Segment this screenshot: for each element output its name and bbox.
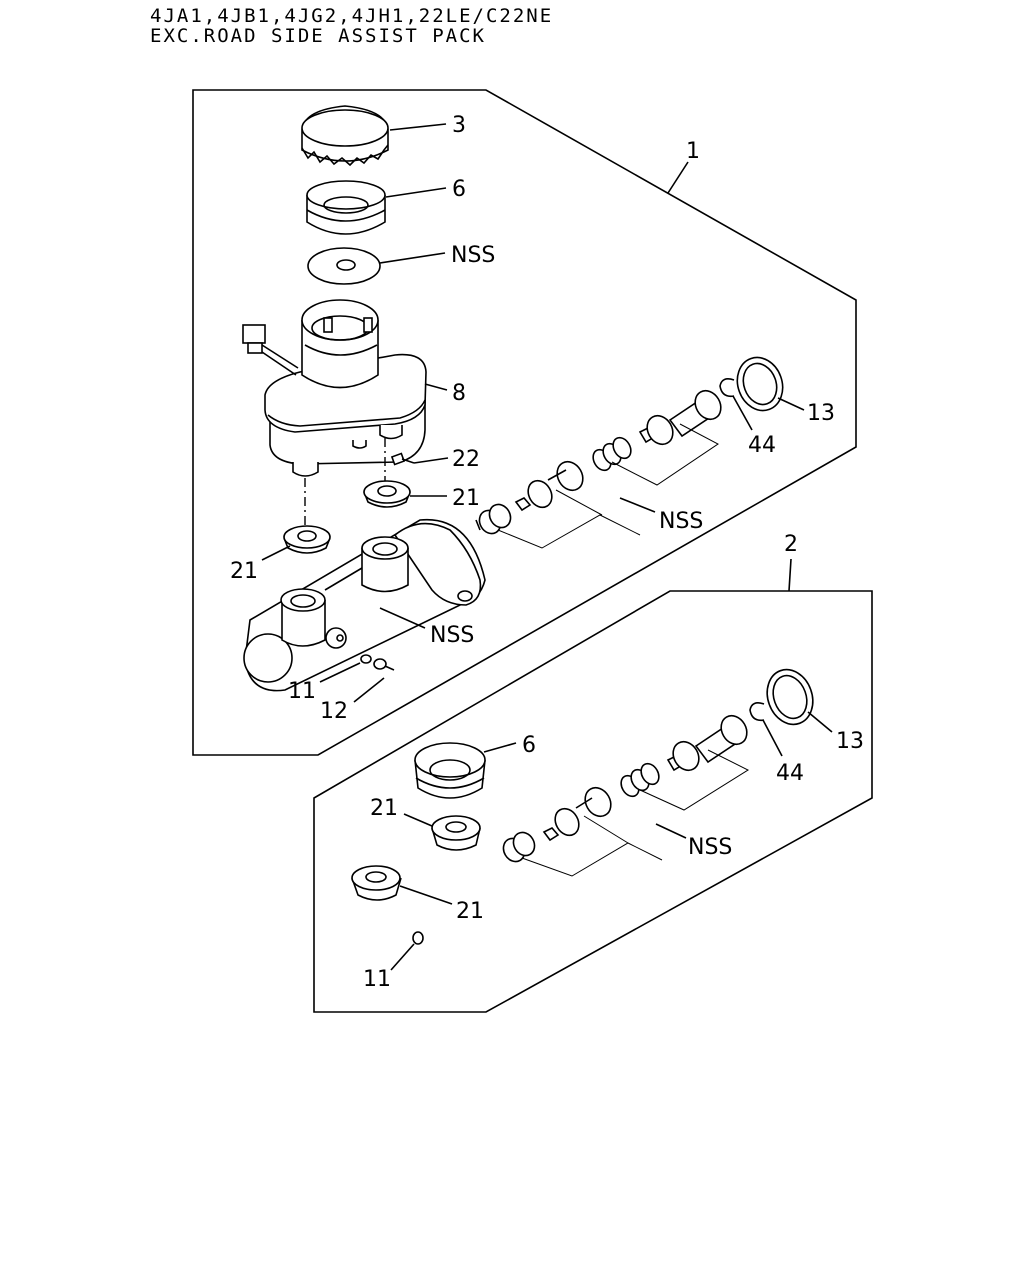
- callout-12: 12: [320, 699, 348, 724]
- callout-44-kit: 44: [776, 761, 804, 786]
- callout-6-kit: 6: [522, 733, 536, 758]
- washer-11: [360, 654, 372, 664]
- callout-6: 6: [452, 177, 466, 202]
- reservoir-seal: [306, 180, 386, 235]
- circlip-44-upper: [719, 378, 735, 398]
- piston-set-2: [502, 714, 748, 863]
- callout-2: 2: [784, 532, 798, 557]
- assembly-2-frame: [313, 590, 873, 1013]
- kit-grommet-a: [431, 815, 481, 851]
- boot-13-kit: [766, 668, 814, 726]
- callout-44-upper: 44: [748, 433, 776, 458]
- callout-21-kit-a: 21: [370, 796, 398, 821]
- callout-21-kit-b: 21: [456, 899, 484, 924]
- callout-21-left: 21: [230, 559, 258, 584]
- callout-nss-body: NSS: [430, 623, 474, 648]
- callout-22: 22: [452, 447, 480, 472]
- callout-nss-pistons-1: NSS: [659, 509, 703, 534]
- callout-nss-diaphragm: NSS: [451, 243, 495, 268]
- master-cylinder-body: [243, 518, 486, 692]
- grommet-upper: [363, 480, 411, 508]
- kit-seal-6: [414, 742, 486, 799]
- callout-1: 1: [686, 139, 700, 164]
- callout-nss-pistons-2: NSS: [688, 835, 732, 860]
- callout-21-upper: 21: [452, 486, 480, 511]
- callout-3: 3: [452, 113, 466, 138]
- grommet-left: [283, 525, 331, 554]
- screw-22: [390, 452, 415, 466]
- boot-13-upper: [736, 356, 784, 412]
- callout-13-upper: 13: [807, 401, 835, 426]
- header-line-2: EXC.ROAD SIDE ASSIST PACK: [150, 25, 486, 47]
- reservoir-cap: [301, 105, 389, 167]
- bolt-12: [373, 658, 395, 671]
- callout-11-kit: 11: [363, 967, 391, 992]
- header-line-1: 4JA1,4JB1,4JG2,4JH1,22LE/C22NE: [150, 5, 554, 27]
- kit-grommet-b: [351, 865, 402, 901]
- circlip-44-kit: [749, 702, 765, 722]
- diagram-header: 4JA1,4JB1,4JG2,4JH1,22LE/C22NE EXC.ROAD …: [150, 6, 553, 46]
- piston-set-1: [475, 389, 722, 535]
- callout-8: 8: [452, 381, 466, 406]
- callout-11-upper: 11: [288, 679, 316, 704]
- assembly-1-frame: [192, 89, 857, 756]
- kit-washer-11: [412, 931, 424, 945]
- callout-13-kit: 13: [836, 729, 864, 754]
- diaphragm-plate: [307, 247, 381, 285]
- fluid-reservoir: [242, 299, 427, 477]
